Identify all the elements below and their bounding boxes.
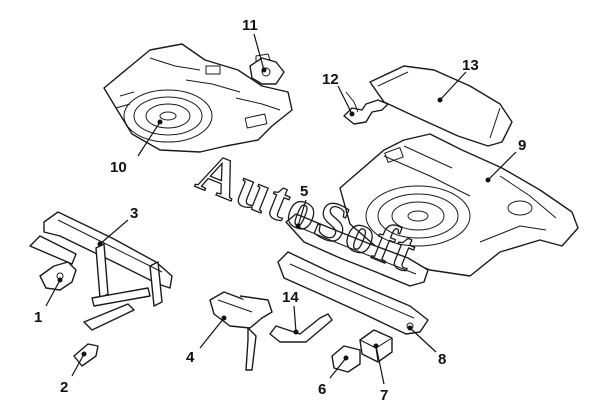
part-13-trim-cover — [369, 65, 513, 147]
callout-2: 2 — [60, 379, 68, 396]
callout-14: 14 — [282, 289, 299, 306]
part-strip — [83, 303, 135, 331]
callout-6: 6 — [318, 381, 326, 398]
part-11-bracket — [249, 53, 285, 85]
callout-10: 10 — [110, 159, 127, 176]
part-8-sill-reinforcement — [277, 251, 429, 335]
part-10-spare-wheel-well — [103, 43, 293, 153]
callout-11: 11 — [242, 17, 258, 34]
part-4-jack-assembly — [209, 291, 273, 371]
callout-4: 4 — [186, 349, 195, 366]
part-14-rod — [269, 313, 333, 343]
callout-8: 8 — [438, 351, 446, 368]
part-5-cross-member — [285, 213, 429, 287]
callout-9: 9 — [518, 137, 526, 154]
part-12-hook — [343, 91, 389, 125]
callout-7: 7 — [380, 387, 388, 404]
callout-12: 12 — [322, 71, 339, 88]
leader-lines — [45, 33, 517, 385]
part-1-bracket — [39, 261, 77, 291]
part-3-rear-frame — [29, 211, 173, 307]
part-9-rear-floor-panel — [339, 133, 579, 277]
callout-3: 3 — [130, 205, 138, 222]
callout-13: 13 — [462, 57, 479, 74]
callout-1: 1 — [34, 309, 42, 326]
callout-5: 5 — [300, 183, 308, 200]
